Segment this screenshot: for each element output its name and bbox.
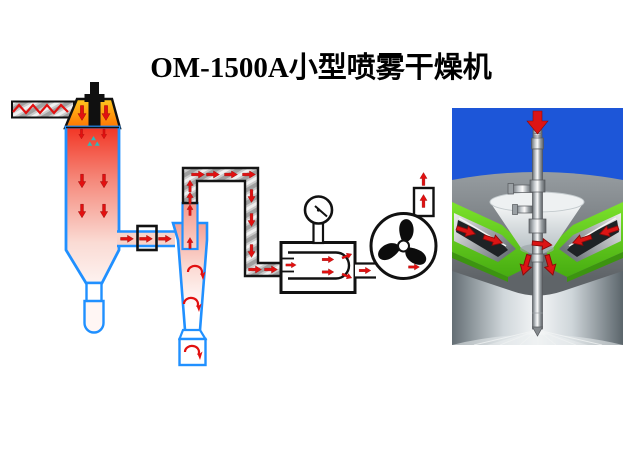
atomizer-nozzle (84, 82, 105, 134)
gauge-needle (314, 205, 328, 218)
spray-mist-icon (87, 136, 100, 146)
drying-tower (64, 125, 121, 334)
pipe-fitting (515, 205, 534, 214)
cyclone-separator (171, 201, 209, 367)
product-collector (83, 281, 105, 334)
fan-blades (378, 219, 427, 265)
atomizer-rod (507, 129, 547, 337)
heating-element-zigzag (12, 103, 69, 115)
filter-cartridge (288, 251, 351, 280)
tower-cyclone-duct (117, 224, 175, 252)
pressure-gauge (303, 195, 334, 245)
filter-chamber (279, 195, 357, 294)
exhaust-pipe (181, 166, 283, 278)
exhaust-outlet (412, 172, 435, 218)
airflow-arrows (455, 110, 620, 276)
cyclone-collector (177, 328, 208, 367)
page-title: OM-1500A小型喷雾干燥机 (150, 52, 492, 84)
blower-fan (369, 212, 438, 280)
spray-lines (473, 329, 603, 345)
valve-connector (136, 224, 158, 252)
filter-fan-duct (355, 262, 376, 279)
heater-inlet-duct (11, 100, 75, 119)
photo-panel (452, 108, 623, 345)
